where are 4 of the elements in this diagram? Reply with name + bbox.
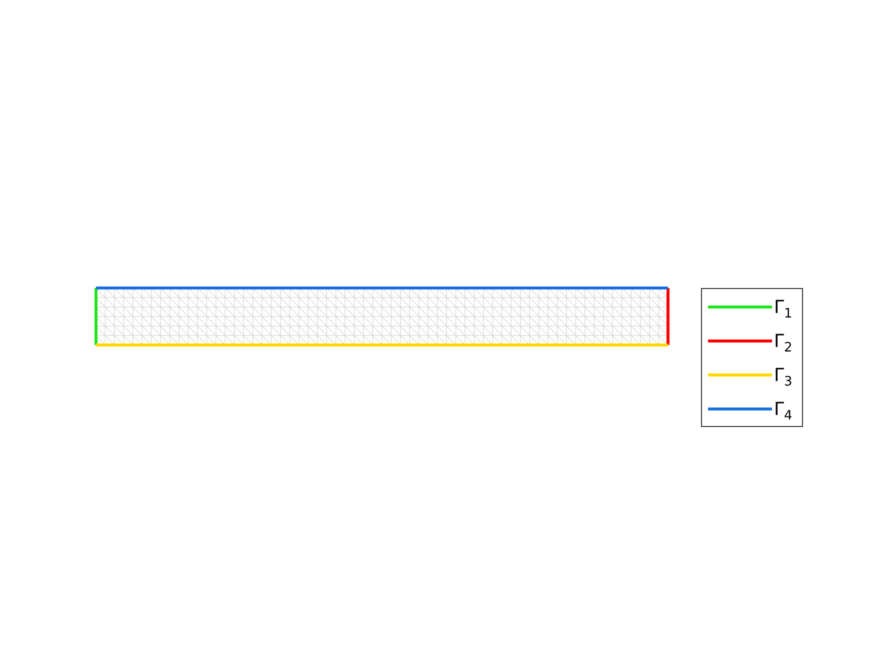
legend-label: Γ$_{1}$ [774, 297, 792, 324]
legend-label: Γ$_{3}$ [774, 365, 792, 392]
legend-label: Γ$_{2}$ [774, 331, 792, 358]
legend-label: Γ$_{4}$ [774, 399, 792, 426]
